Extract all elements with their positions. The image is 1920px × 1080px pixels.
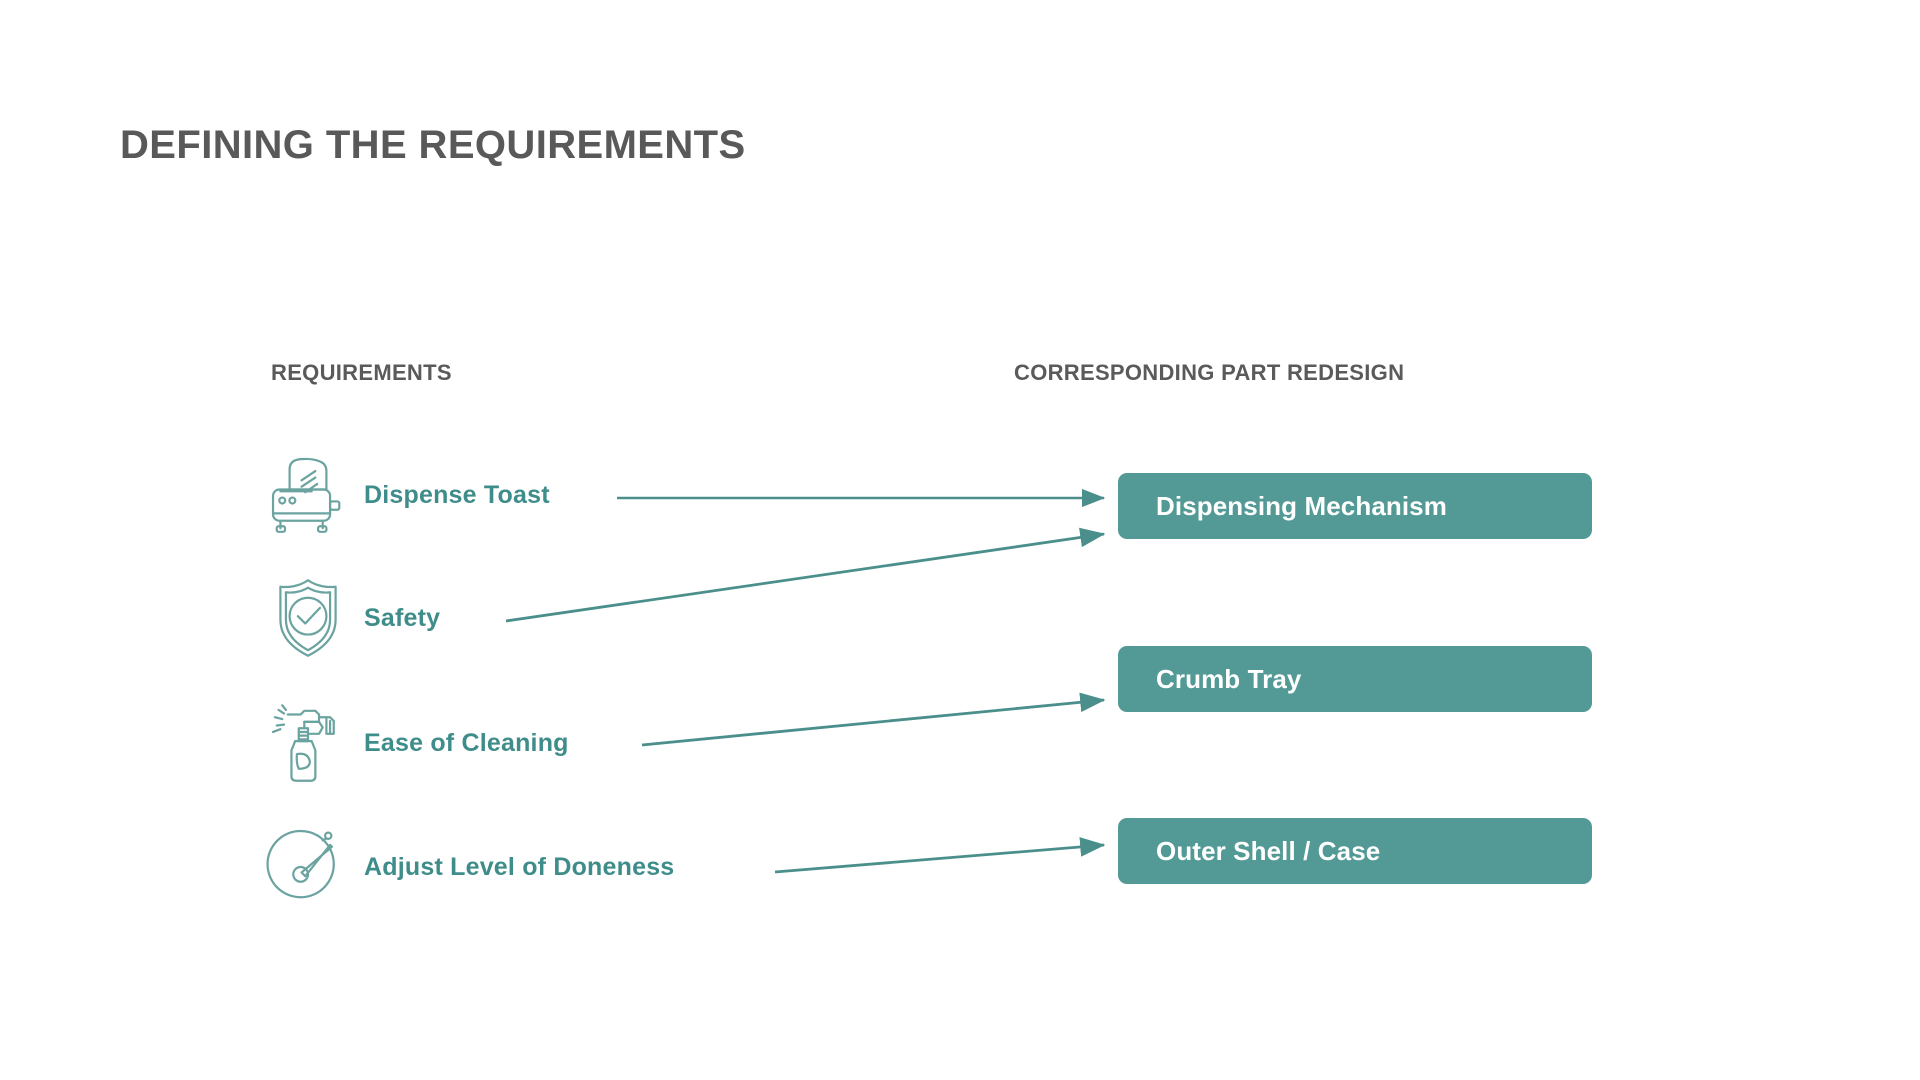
requirement-row[interactable]: Safety [262,563,440,673]
requirement-label: Adjust Level of Doneness [364,852,675,881]
requirement-label: Dispense Toast [364,480,550,509]
part-redesign-label: Outer Shell / Case [1156,836,1381,866]
toaster-icon [271,457,341,533]
requirement-row[interactable]: Ease of Cleaning [262,688,569,798]
spray-bottle-icon [271,704,335,782]
part-redesign-box[interactable]: Outer Shell / Case [1118,818,1592,884]
requirement-label: Ease of Cleaning [364,728,569,757]
column-heading-part-redesign: CORRESPONDING PART REDESIGN [1014,360,1405,385]
page-title: DEFINING THE REQUIREMENTS [120,123,746,167]
shield-check-icon [279,579,337,657]
part-redesign-box[interactable]: Dispensing Mechanism [1118,473,1592,539]
requirement-row[interactable]: Adjust Level of Doneness [262,812,674,922]
part-redesign-label: Crumb Tray [1156,664,1302,694]
column-heading-requirements: REQUIREMENTS [271,360,452,385]
arrow-ease-of-cleaning-to-crumb-tray [641,692,1106,747]
part-redesign-label: Dispensing Mechanism [1156,491,1447,521]
arrow-adjust-doneness-to-outer-shell [774,837,1106,874]
dial-knob-icon [266,829,335,899]
requirement-row[interactable]: Dispense Toast [262,440,550,550]
part-redesign-box[interactable]: Crumb Tray [1118,646,1592,712]
requirement-label: Safety [364,603,441,632]
arrow-safety-to-dispensing-mechanism [505,527,1106,623]
